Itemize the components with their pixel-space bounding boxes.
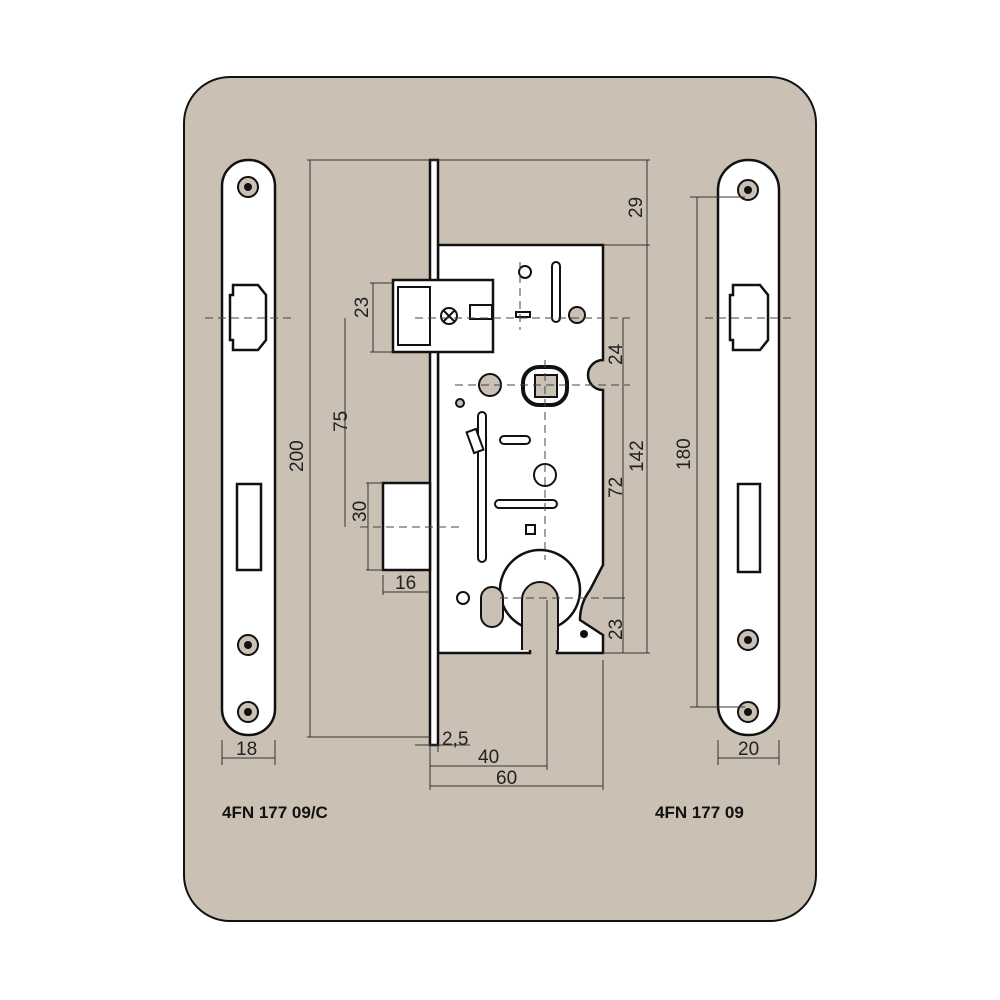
dim-latch-height: 23 [352, 297, 373, 318]
right-model-label: 4FN 177 09 [655, 803, 744, 822]
dim-center-distance: 72 [606, 477, 627, 498]
faceplate [428, 158, 440, 747]
dim-total-height: 200 [287, 440, 308, 472]
dim-spacing-75: 75 [331, 411, 352, 432]
dim-follower-offset: 24 [606, 343, 627, 365]
dim-cylinder-offset: 23 [606, 619, 627, 640]
right-plate-width-label: 20 [738, 739, 759, 760]
dim-body-depth: 60 [496, 768, 517, 789]
left-plate-width-label: 18 [236, 739, 257, 760]
lock-body [360, 158, 630, 770]
dimension-lines [307, 159, 650, 790]
right-hole-spacing-label: 180 [674, 438, 695, 470]
dim-top-offset: 29 [626, 197, 647, 218]
left-model-label: 4FN 177 09/C [222, 803, 328, 822]
dim-deadbolt-height: 30 [350, 501, 371, 522]
dim-deadbolt-throw: 16 [395, 573, 416, 594]
right-strike-plate [690, 158, 795, 765]
left-strike-plate [205, 158, 295, 765]
dim-body-height: 142 [627, 440, 648, 472]
dim-faceplate-thickness: 2,5 [442, 729, 468, 750]
dim-backset: 40 [478, 747, 499, 768]
